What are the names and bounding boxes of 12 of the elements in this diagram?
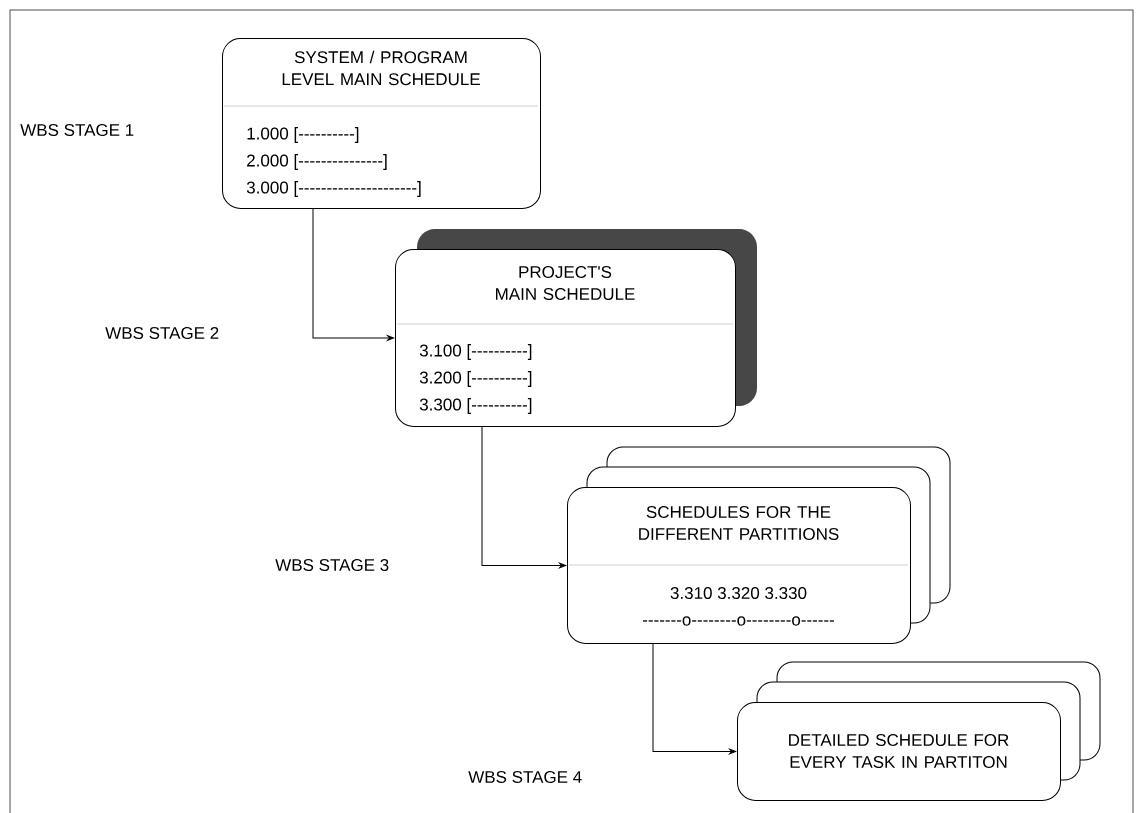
stage-label: WBS STAGE 2 <box>105 327 219 339</box>
stage-label: WBS STAGE 1 <box>20 124 134 136</box>
arrow <box>481 426 567 569</box>
schedule-box: PROJECT'S MAIN SCHEDULE 3.100 [----------] 3.200 [----------] 3.300 [----------] <box>395 229 757 427</box>
schedule-box: SYSTEM / PROGRAM LEVEL MAIN SCHEDULE 1.000 [----------] 2.000 [---------------] 3.000 [---------------------] <box>222 38 541 209</box>
stage-label: WBS STAGE 3 <box>275 559 389 571</box>
node-label: -------o--------o--------o------ <box>642 616 835 626</box>
arrow <box>312 208 395 341</box>
schedule-box: SCHEDULES FOR THE DIFFERENT PARTITIONS 3.310 3.320 3.330 -------o--------o--------o------ <box>567 446 951 644</box>
arrow <box>652 643 737 755</box>
schedule-box: DETAILED SCHEDULE FOR EVERY TASK IN PARTITON <box>737 661 1101 801</box>
stage-label: WBS STAGE 4 <box>468 770 582 783</box>
